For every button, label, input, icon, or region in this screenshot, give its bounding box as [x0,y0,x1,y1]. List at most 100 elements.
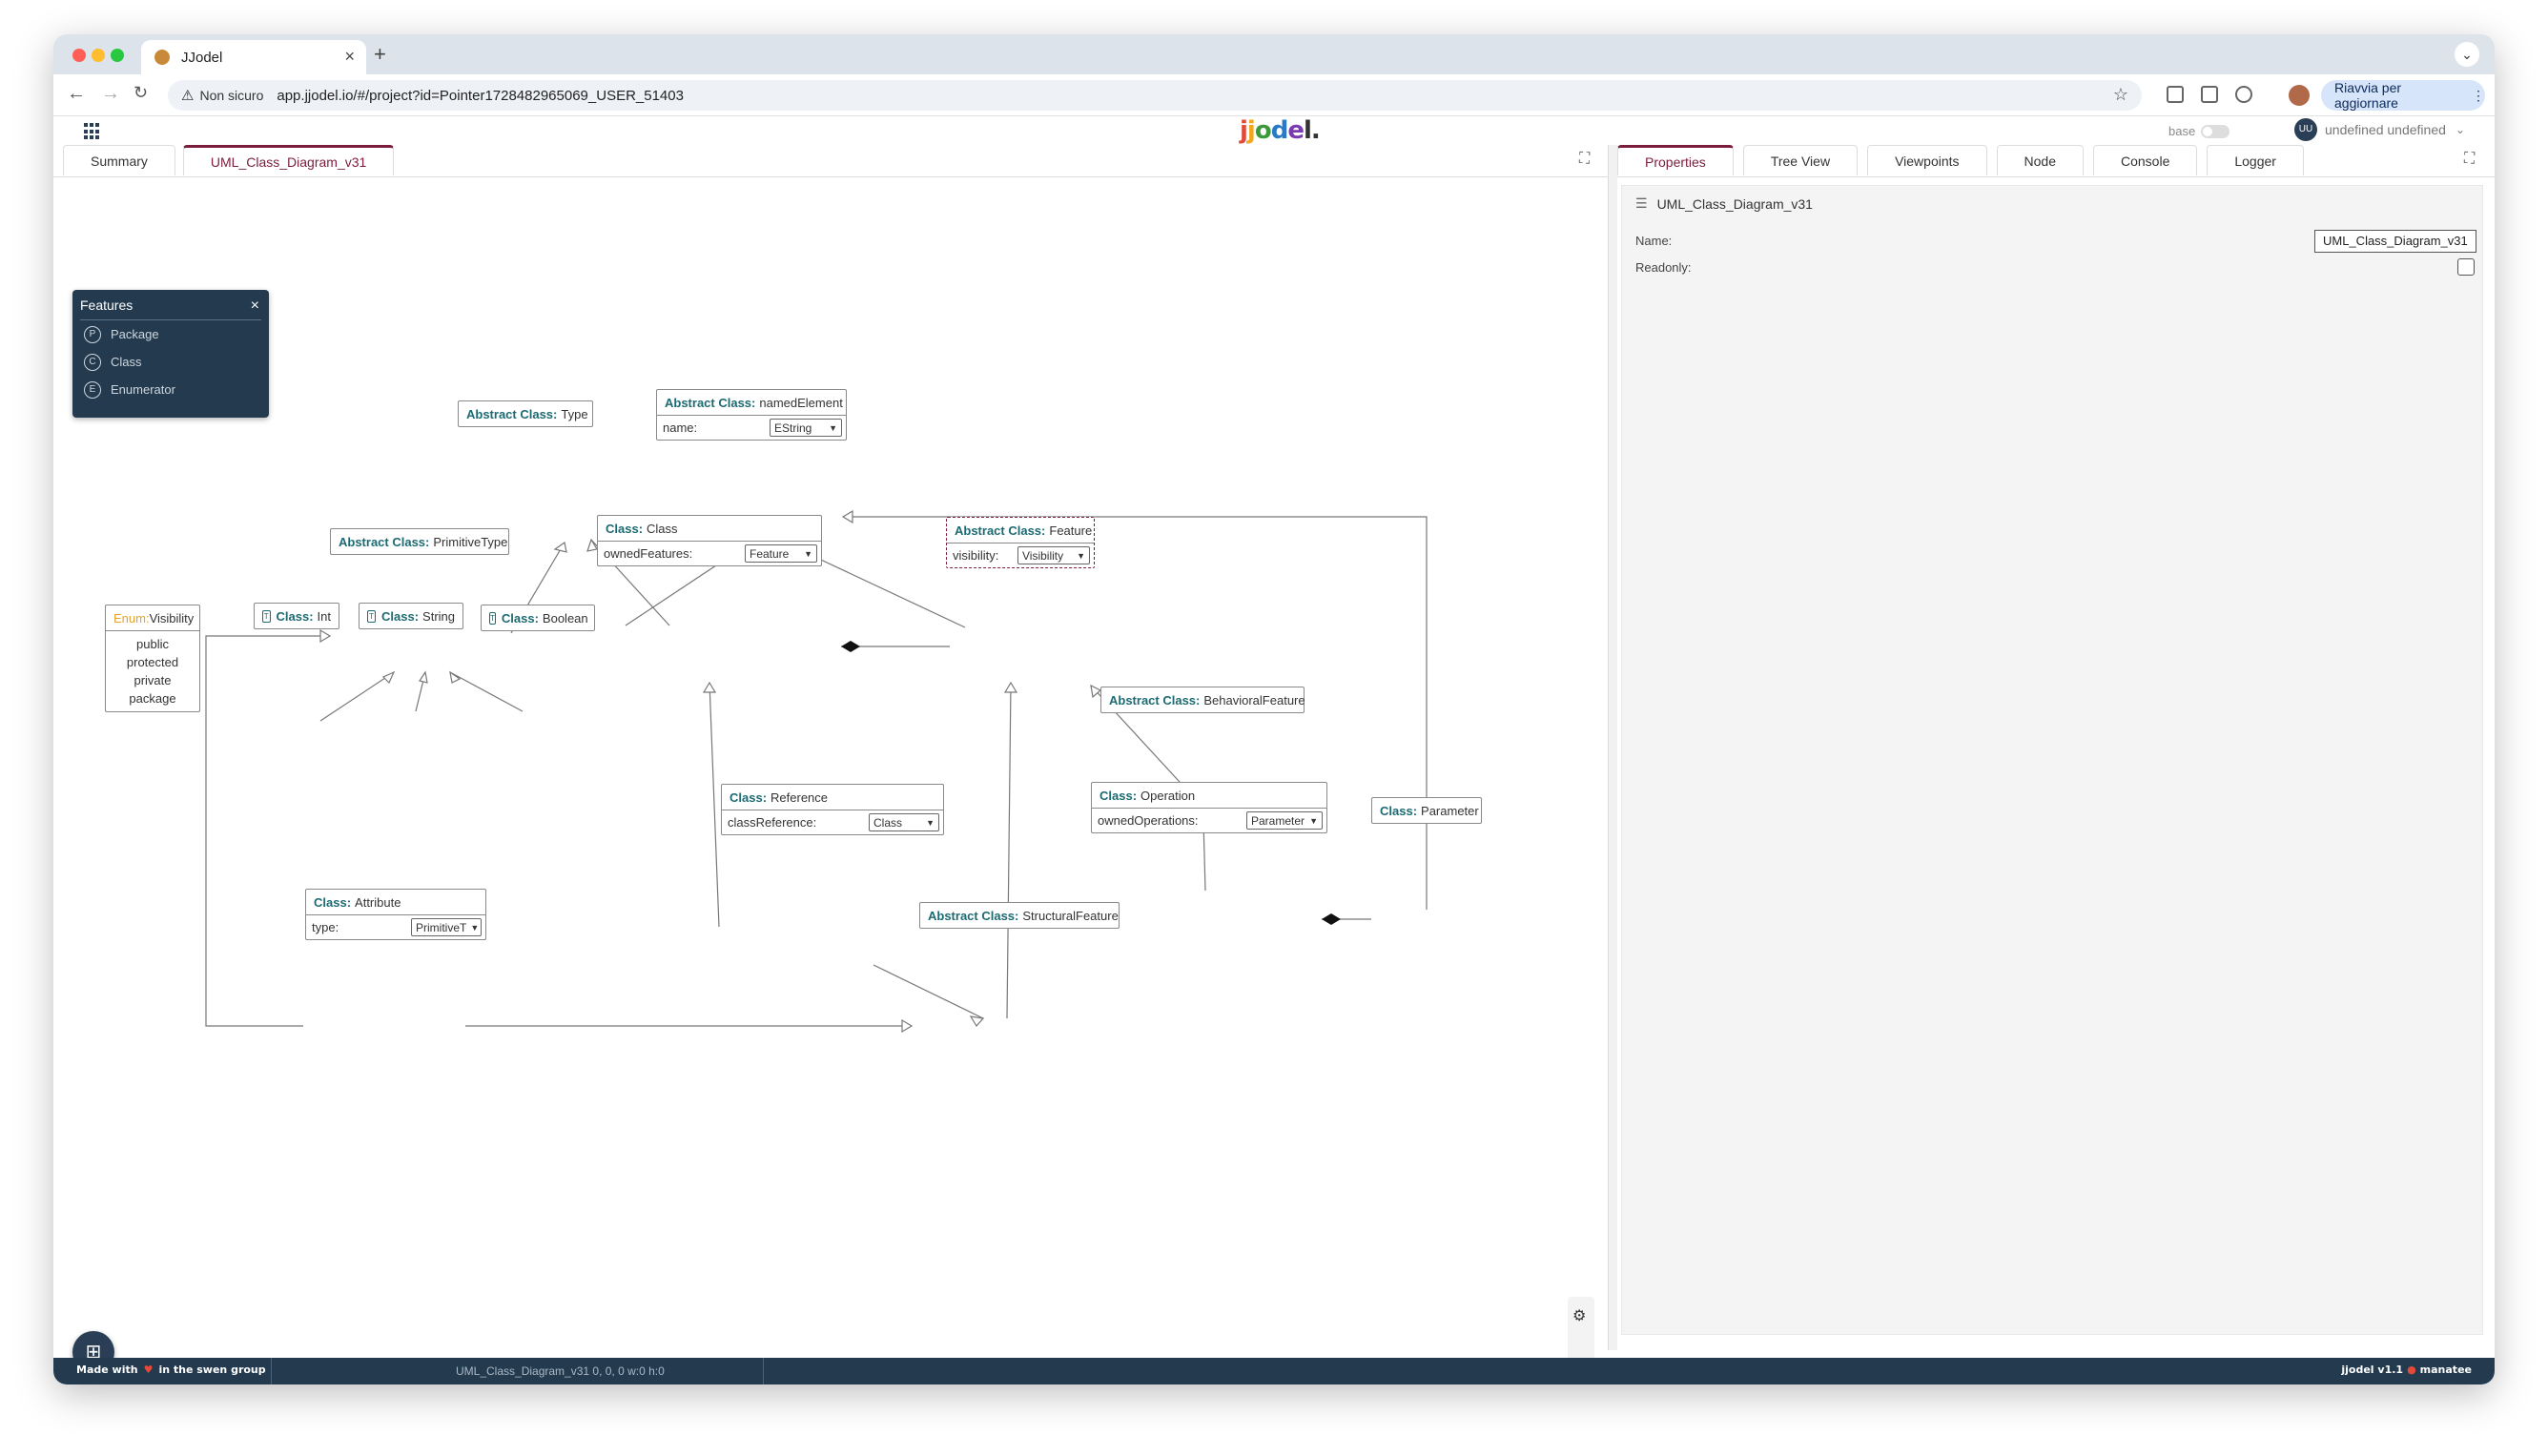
tab-logger[interactable]: Logger [2207,145,2304,175]
bookmark-star-icon[interactable]: ☆ [2112,85,2128,104]
node-feature[interactable]: Abstract Class:Feature visibility:Visibi… [946,517,1095,568]
update-button[interactable]: Riavvia per aggiornare⋮ [2321,80,2485,111]
minimize-window-button[interactable] [92,49,105,62]
select-value: Feature [750,546,790,561]
attribute-select[interactable]: Class▼ [869,813,939,831]
close-icon[interactable]: × [250,297,259,314]
node-kind: Abstract Class: [339,534,430,549]
properties-body: ☰UML_Class_Diagram_v31 Name: UML_Class_D… [1621,185,2483,1335]
profile-avatar[interactable] [2289,85,2310,106]
tab-summary[interactable]: Summary [63,145,175,175]
node-class[interactable]: Class:Class ownedFeatures:Feature▼ [597,515,822,566]
attribute-select[interactable]: Parameter▼ [1246,811,1323,830]
user-menu[interactable]: UU undefined undefined ⌄ [2294,118,2465,141]
reading-list-icon[interactable] [2201,86,2218,103]
favicon-icon [154,50,170,65]
address-bar[interactable]: ⚠ Non sicuro app.jjodel.io/#/project?id=… [168,80,2142,111]
class-icon: T [367,609,376,623]
node-name: Operation [1140,788,1196,803]
enum-literal: package [129,691,176,706]
maximize-window-button[interactable] [111,49,124,62]
close-window-button[interactable] [72,49,86,62]
node-attribute[interactable]: Class:Attribute type:PrimitiveT▼ [305,889,486,940]
name-input[interactable]: UML_Class_Diagram_v31 [2314,230,2476,253]
node-type[interactable]: Abstract Class:Type [458,400,593,427]
composition-diamond [841,641,860,652]
node-structural-feature[interactable]: Abstract Class:StructuralFeature [919,902,1120,929]
attribute-select[interactable]: PrimitiveT▼ [411,918,482,936]
tab-uml-class-diagram[interactable]: UML_Class_Diagram_v31 [182,145,395,175]
close-tab-icon[interactable]: × [344,47,355,66]
attribute-label: ownedOperations: [1098,813,1199,828]
base-switch[interactable] [2201,124,2230,138]
toggle-icon: ⚙ [1572,1308,1587,1324]
tab-viewpoints[interactable]: Viewpoints [1867,145,1987,175]
node-kind: Class: [1380,803,1418,818]
attribute-select[interactable]: EString▼ [770,419,842,437]
node-kind: Abstract Class: [466,406,558,421]
coordinates-readout: UML_Class_Diagram_v31 0, 0, 0 w:0 h:0 [456,1364,665,1378]
node-parameter[interactable]: Class:Parameter [1371,797,1482,824]
properties-panel: Properties Tree View Viewpoints Node Con… [1617,145,2495,1350]
attribute-select[interactable]: Visibility ▼ [1017,546,1090,564]
tab-node[interactable]: Node [1996,145,2084,175]
browser-tab[interactable]: JJodel × [141,40,366,74]
extensions-puzzle-icon[interactable] [2235,86,2252,103]
node-primitive-type[interactable]: Abstract Class:PrimitiveType [330,528,509,555]
select-value: Visibility [1022,548,1064,563]
chevron-down-icon: ▼ [1077,550,1085,561]
tab-console[interactable]: Console [2092,145,2198,175]
select-value: Class [873,815,903,830]
enum-literal: private [134,673,172,687]
extension-icon[interactable] [2167,86,2184,103]
select-value: PrimitiveT [416,920,467,934]
side-toggle-button[interactable]: ⚙ [1568,1297,1594,1369]
node-kind: Class: [729,790,768,805]
tab-properties[interactable]: Properties [1617,145,1734,175]
group-text: in the swen group [158,1364,266,1376]
panel-divider[interactable] [1608,145,1617,1350]
logo-letter: e [1287,116,1305,145]
apps-grid-icon[interactable] [84,123,101,140]
enum-literal: public [136,637,169,651]
forward-arrow-icon[interactable]: → [101,83,120,104]
fullscreen-icon[interactable]: ⛶ [1579,151,1591,167]
node-visibility-enum[interactable]: Enum:Visibility public protected private… [105,605,200,712]
status-bar: Made with♥in the swen group UML_Class_Di… [53,1358,2495,1384]
node-reference[interactable]: Class:Reference classReference:Class▼ [721,784,944,835]
palette-title: Features [80,297,134,313]
node-named-element[interactable]: Abstract Class:namedElement name:EString… [656,389,847,441]
fullscreen-icon[interactable]: ⛶ [2464,151,2476,167]
base-toggle[interactable]: base [2168,124,2230,138]
app-header: jjodel. base UU undefined undefined ⌄ [53,116,2495,145]
more-vert-icon: ⋮ [2472,87,2485,103]
browser-window: JJodel × + ⌄ ← → ↻ ⚠ Non sicuro app.jjod… [53,34,2495,1384]
node-behavioral-feature[interactable]: Abstract Class:BehavioralFeature [1100,687,1305,713]
node-operation[interactable]: Class:Operation ownedOperations:Paramete… [1091,782,1327,833]
node-kind: Abstract Class: [1109,692,1201,707]
warning-icon: ⚠ [181,88,195,104]
node-name: StructuralFeature [1022,908,1119,923]
back-arrow-icon[interactable]: ← [67,83,86,104]
node-name: Reference [771,790,829,805]
select-value: EString [774,420,812,435]
new-tab-icon[interactable]: + [374,42,386,66]
tab-search-chevron-icon[interactable]: ⌄ [2455,42,2479,67]
tab-tree-view[interactable]: Tree View [1742,145,1859,175]
browser-toolbar: ← → ↻ ⚠ Non sicuro app.jjodel.io/#/proje… [53,74,2495,116]
palette-item-label: Package [111,327,159,341]
attribute-select[interactable]: Feature▼ [745,544,817,563]
reload-icon[interactable]: ↻ [134,83,149,102]
select-value: Parameter [1251,813,1305,828]
readonly-checkbox[interactable] [2457,258,2475,276]
manatee-icon: ● [2407,1364,2416,1376]
heart-icon: ♥ [143,1364,154,1376]
